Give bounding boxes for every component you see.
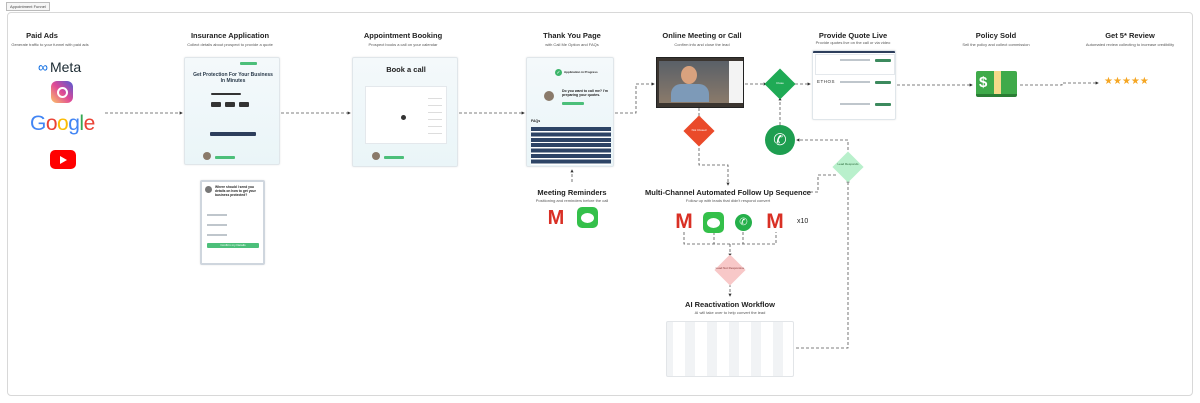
lead-not-responsive-label: Lead Not Responsive xyxy=(715,266,745,270)
faqs-label: FAQs xyxy=(531,119,541,123)
contact-form-screenshot: Where should I send you details on how t… xyxy=(200,180,265,265)
ai-reactivation-title: AI Reactivation Workflow xyxy=(685,300,775,309)
faq-list[interactable] xyxy=(531,127,611,165)
star-icon: ★ xyxy=(1104,76,1113,87)
star-icon: ★ xyxy=(1139,76,1149,87)
ai-workflow-screenshot xyxy=(666,321,794,377)
follow-up-title: Multi-Channel Automated Follow Up Sequen… xyxy=(645,188,811,197)
confirm-details-button[interactable]: Confirm my Details xyxy=(207,243,259,248)
five-star-rating: ★★★★★ xyxy=(1104,76,1149,87)
application-headline: Get Protection For Your Business In Minu… xyxy=(193,72,273,84)
connector-ai-to-responds xyxy=(796,179,850,349)
application-page-screenshot: Get Protection For Your Business In Minu… xyxy=(184,57,280,165)
phone-call-icon: ✆ xyxy=(765,125,795,155)
star-icon: ★ xyxy=(1130,76,1140,87)
gmail-icon: M xyxy=(547,206,565,229)
closed-label: Close xyxy=(776,81,784,85)
paid-ads-title: Paid Ads xyxy=(26,31,58,40)
meta-logo-text: Meta xyxy=(49,59,82,75)
connector-notclosed-to-followup xyxy=(698,143,730,186)
check-icon: ✓ xyxy=(555,69,562,76)
video-call-screenshot xyxy=(656,57,744,108)
money-icon: $ xyxy=(976,71,1017,97)
star-icon: ★ xyxy=(1121,76,1131,87)
thank-you-title: Thank You Page xyxy=(543,31,601,40)
review-title: Get 5* Review xyxy=(1105,31,1155,40)
gmail-icon: M xyxy=(675,210,693,233)
review-subtitle: Automated review collecting to increase … xyxy=(1085,42,1175,47)
star-icon: ★ xyxy=(1112,76,1122,87)
meeting-reminders-subtitle: Positioning and reminders before the cal… xyxy=(535,198,609,203)
connector-responds-to-phone xyxy=(796,138,849,155)
follow-up-subtitle: Follow up with leads that didn't respond… xyxy=(685,198,771,203)
appointment-booking-subtitle: Prospect books a call on your calendar xyxy=(368,42,438,47)
provide-quote-subtitle: Provide quotes live on the call or via v… xyxy=(815,40,891,45)
booking-headline: Book a call xyxy=(386,65,426,74)
youtube-icon xyxy=(50,150,76,169)
gmail-icon: M xyxy=(766,210,784,233)
connector-followup-to-responds xyxy=(805,174,836,193)
policy-sold-title: Policy Sold xyxy=(975,31,1017,40)
quotes-screenshot: ETHOS xyxy=(812,50,896,120)
carrier-name: ETHOS xyxy=(817,79,836,84)
google-logo: Google xyxy=(30,112,95,135)
paid-ads-subtitle: Generate traffic to your funnel with pai… xyxy=(11,42,89,47)
connector-sold-to-review xyxy=(1020,81,1099,86)
meta-logo: ∞Meta xyxy=(38,59,82,75)
insurance-application-title: Insurance Application xyxy=(190,31,270,40)
online-meeting-title: Online Meeting or Call xyxy=(662,31,742,40)
appointment-booking-title: Appointment Booking xyxy=(363,31,443,40)
message-icon xyxy=(703,212,724,233)
repeat-count: x10 xyxy=(797,218,809,225)
thank-you-subtitle: with Call Me Option and FAQs xyxy=(545,42,599,47)
booking-page-screenshot: Book a call xyxy=(352,57,458,167)
policy-sold-subtitle: Sell the policy and collect commission xyxy=(962,42,1030,47)
canvas-frame xyxy=(7,12,1193,396)
instagram-icon xyxy=(51,81,73,103)
message-icon xyxy=(577,207,598,228)
meeting-reminders-title: Meeting Reminders xyxy=(537,188,607,197)
lead-responds-label: Lead Responds xyxy=(837,162,859,166)
ai-reactivation-subtitle: AI will take over to help convert the le… xyxy=(694,310,766,315)
frame-label: Appointment Funnel xyxy=(6,2,50,11)
insurance-application-subtitle: Collect details about prospect to provid… xyxy=(187,42,273,47)
not-closed-label: Not Closed xyxy=(691,128,707,132)
online-meeting-subtitle: Confirm info and close the lead xyxy=(674,42,730,47)
form-heading: Where should I send you details on how t… xyxy=(215,185,256,197)
connector-icons-to-notresponsive xyxy=(683,232,777,256)
call-question: Do you want to call me? I'm preparing yo… xyxy=(562,89,608,97)
whatsapp-icon: ✆ xyxy=(735,214,752,231)
status-text: Application in Progress xyxy=(564,70,598,74)
provide-quote-title: Provide Quote Live xyxy=(818,31,888,40)
connector-thankyou-to-meeting xyxy=(615,82,655,114)
thank-you-page-screenshot: ✓ Application in Progress Do you want to… xyxy=(526,57,614,167)
